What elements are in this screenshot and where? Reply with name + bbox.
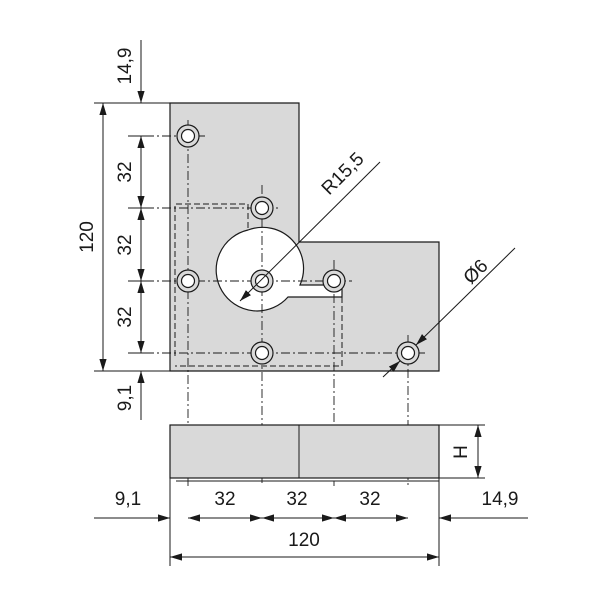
side-plate [169,424,440,479]
dim-spacing-v2: 32 [115,234,136,255]
dim-radius: R15,5 [318,149,369,200]
dim-height-h: H [451,445,472,459]
dim-width-total: 120 [288,530,320,551]
dim-spacing-v1: 32 [115,161,136,182]
dim-height-total: 120 [77,221,98,253]
dim-top-offset: 14,9 [115,48,136,85]
hole-upper-center [250,196,274,220]
hole-center [250,269,274,293]
side-view [169,424,440,482]
dim-left-offset: 9,1 [115,489,141,510]
dim-spacing-h2: 32 [286,489,307,510]
hole-middle-left [176,269,200,293]
hole-top-left [176,124,200,148]
dim-bottom-offset: 9,1 [115,385,136,411]
hole-middle-right [322,269,346,293]
plan-view [128,102,440,486]
hole-bottom-right [396,341,420,365]
dim-spacing-h1: 32 [214,489,235,510]
dim-spacing-v3: 32 [115,306,136,327]
dim-spacing-h3: 32 [359,489,380,510]
dim-hole-diameter: Ø6 [460,256,493,289]
dim-right-offset: 14,9 [482,489,519,510]
hole-bottom-center [250,341,274,365]
